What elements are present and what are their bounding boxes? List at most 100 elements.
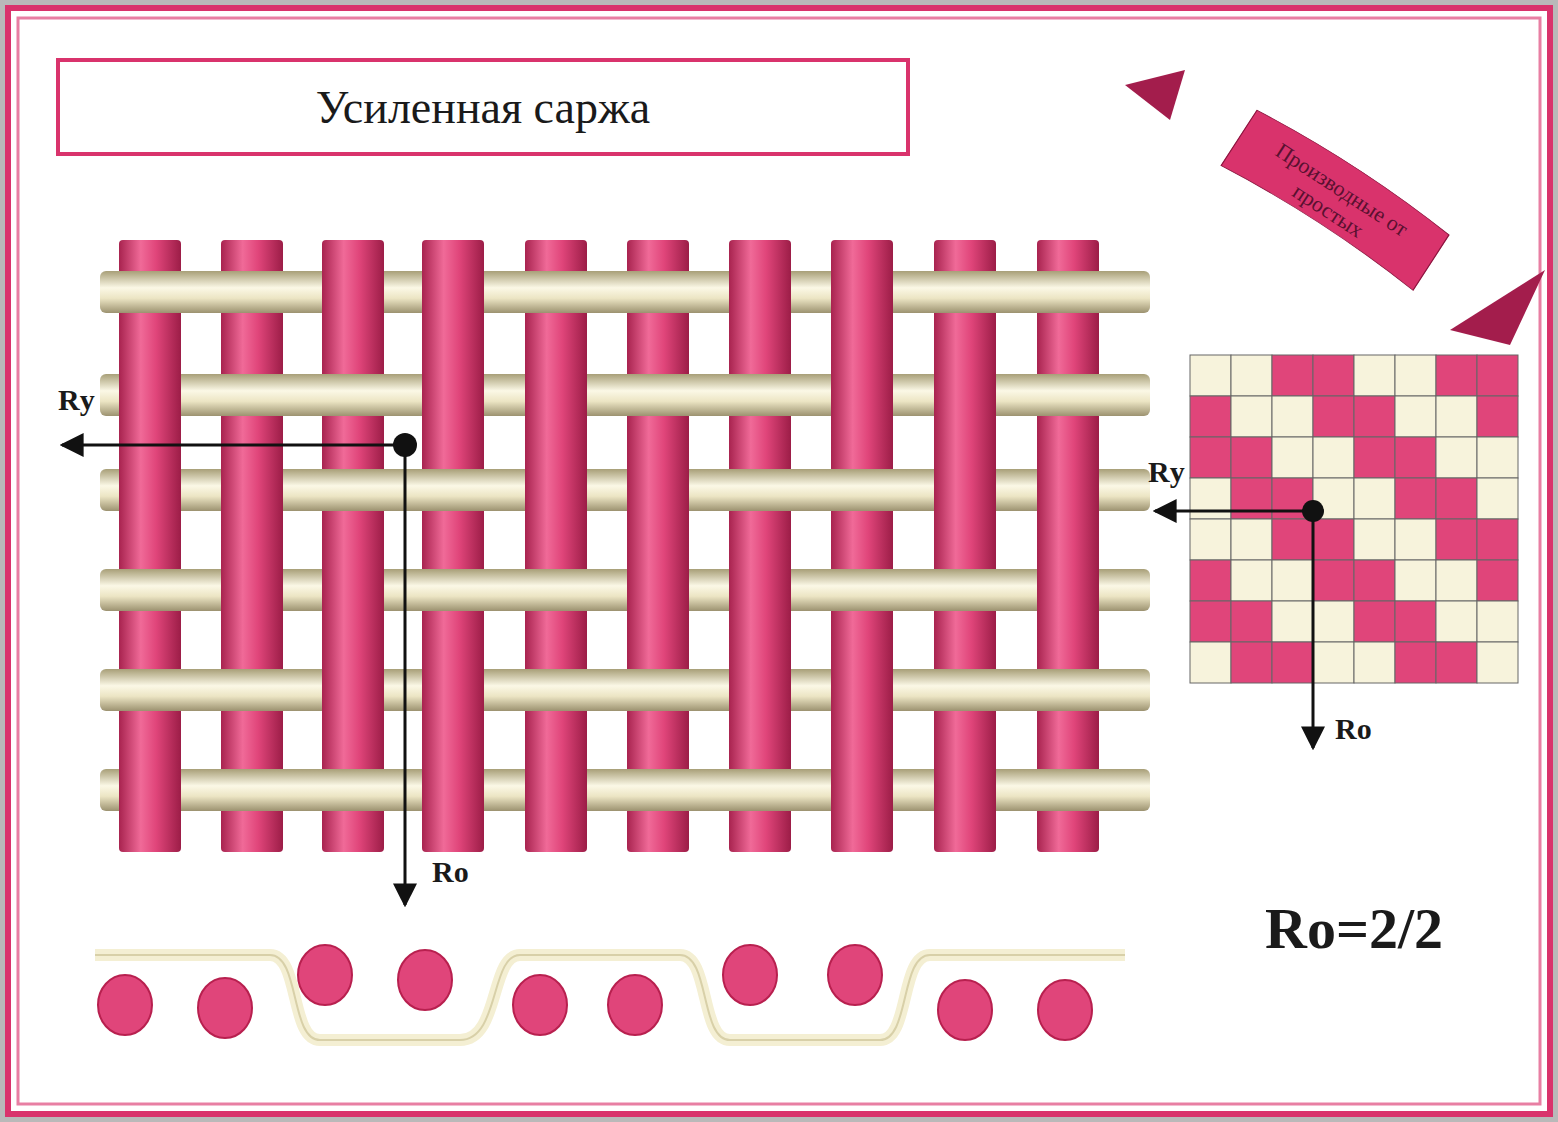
grid-cell (1190, 478, 1231, 519)
warp-section (513, 975, 567, 1035)
warp-section (938, 980, 992, 1040)
grid-cell (1354, 437, 1395, 478)
warp-over (322, 265, 384, 319)
weft-repeat-label: Rу (58, 383, 95, 417)
warp-over (831, 265, 893, 319)
warp-over (831, 763, 893, 817)
grid-cell (1436, 396, 1477, 437)
grid-cell (1477, 478, 1518, 519)
grid-cell (1190, 601, 1231, 642)
warp-over (322, 663, 384, 717)
grid-cell (1395, 519, 1436, 560)
warp-thread (422, 240, 484, 852)
warp-over (729, 663, 791, 717)
weft-profile (95, 955, 1125, 1040)
warp-thread (831, 240, 893, 852)
weft-profile-edge (95, 955, 1125, 1040)
grid-cell (1395, 478, 1436, 519)
grid-cell (1231, 437, 1272, 478)
grid-cell (1313, 437, 1354, 478)
grid-cell (1190, 437, 1231, 478)
grid-cell (1395, 642, 1436, 683)
warp-over (831, 663, 893, 717)
grid-cell (1272, 437, 1313, 478)
grid-cell (1231, 560, 1272, 601)
warp-section (828, 945, 882, 1005)
grid-cell (1477, 396, 1518, 437)
warp-thread (525, 240, 587, 852)
warp-over (1037, 563, 1099, 617)
grid-cell (1354, 642, 1395, 683)
grid-cell (1190, 355, 1231, 396)
grid-cell (1313, 355, 1354, 396)
grid-cell (1272, 560, 1313, 601)
grid-cell (1354, 560, 1395, 601)
warp-section (198, 978, 252, 1038)
warp-over (729, 563, 791, 617)
grid-cell (1231, 396, 1272, 437)
warp-over (525, 368, 587, 422)
grid-cell (1313, 642, 1354, 683)
weft-thread (100, 271, 1150, 313)
warp-over (729, 265, 791, 319)
grid-cell (1354, 478, 1395, 519)
warp-over (422, 663, 484, 717)
warp-over (221, 563, 283, 617)
grid-cell (1395, 437, 1436, 478)
grid-cell (1231, 355, 1272, 396)
warp-over (322, 563, 384, 617)
grid-cell (1395, 355, 1436, 396)
grid-cell (1477, 601, 1518, 642)
warp-thread (729, 240, 791, 852)
grid-cell (1354, 519, 1395, 560)
warp-over (934, 763, 996, 817)
weft-thread (100, 669, 1150, 711)
warp-over (422, 368, 484, 422)
warp-over (422, 763, 484, 817)
warp-thread (627, 240, 689, 852)
weft-repeat-label: Rу (1148, 455, 1185, 489)
grid-cell (1231, 601, 1272, 642)
warp-over (627, 563, 689, 617)
grid-cell (1477, 519, 1518, 560)
grid-cell (1231, 519, 1272, 560)
warp-thread (221, 240, 283, 852)
grid-cell (1436, 601, 1477, 642)
warp-over (627, 463, 689, 517)
grid-cell (1477, 437, 1518, 478)
grid-cell (1231, 642, 1272, 683)
grid-cell (1436, 437, 1477, 478)
grid-cell (1354, 355, 1395, 396)
warp-over (1037, 463, 1099, 517)
grid-cell (1190, 560, 1231, 601)
warp-thread (119, 240, 181, 852)
grid-cell (1272, 396, 1313, 437)
warp-over (831, 368, 893, 422)
grid-cell (1272, 601, 1313, 642)
grid-cell (1436, 642, 1477, 683)
grid-cell (1313, 601, 1354, 642)
grid-cell (1436, 560, 1477, 601)
warp-thread (322, 240, 384, 852)
grid-cell (1436, 519, 1477, 560)
grid-cell (1477, 560, 1518, 601)
grid-cell (1436, 355, 1477, 396)
warp-over (119, 368, 181, 422)
warp-over (525, 463, 587, 517)
grid-cell (1190, 519, 1231, 560)
warp-section (723, 945, 777, 1005)
warp-section (398, 950, 452, 1010)
warp-repeat-label: Rо (432, 855, 469, 889)
warp-thread (934, 240, 996, 852)
grid-cell (1190, 396, 1231, 437)
grid-cell (1354, 396, 1395, 437)
warp-over (422, 265, 484, 319)
grid-cell (1395, 396, 1436, 437)
warp-over (934, 463, 996, 517)
grid-cell (1231, 478, 1272, 519)
warp-over (934, 368, 996, 422)
grid-cell (1190, 642, 1231, 683)
grid-cell (1477, 355, 1518, 396)
grid-cell (1395, 601, 1436, 642)
